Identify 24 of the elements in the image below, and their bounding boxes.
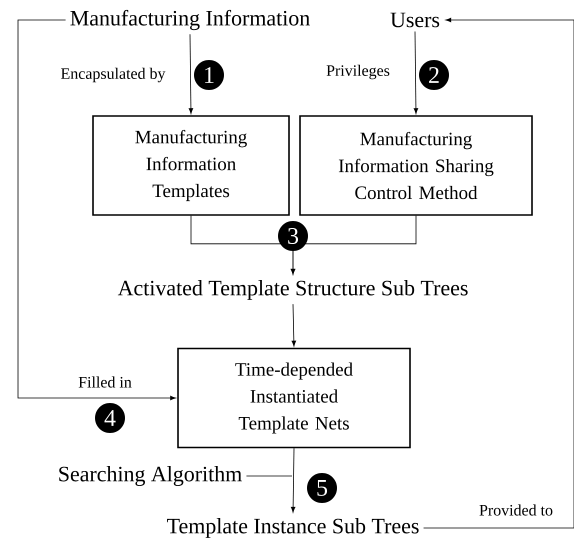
- arrow: [188, 34, 194, 114]
- text-label: Template Instance Sub Trees: [167, 518, 419, 538]
- text-label: Searching Algorithm: [59, 466, 242, 486]
- arrow: [290, 448, 296, 513]
- callout-number: 2: [419, 60, 449, 90]
- edge-label: Filled in: [77, 375, 133, 389]
- arrow: [292, 304, 296, 346]
- text-label: Users: [390, 12, 440, 28]
- arrow: [18, 20, 176, 400]
- callout-number: 3: [278, 221, 308, 251]
- callout-number: 5: [307, 473, 337, 503]
- edge-label: Provided to: [478, 503, 554, 517]
- edge-label: Privileges: [325, 64, 391, 80]
- process-box: Manufacturing Information Sharing Control Method: [299, 115, 533, 216]
- callout-number: 1: [194, 60, 224, 90]
- arrow: [290, 215, 416, 275]
- process-box: Manufacturing Information Templates: [92, 115, 290, 216]
- text-label: Manufacturing Information: [70, 10, 310, 30]
- arrow: [423, 18, 574, 528]
- process-box: Time-depended Instantiated Template Nets: [177, 348, 411, 448]
- edge-label: Encapsulated by: [60, 66, 166, 84]
- text-label: Activated Template Structure Sub Trees: [118, 280, 468, 300]
- arrow: [414, 31, 418, 114]
- callout-number: 4: [95, 403, 125, 433]
